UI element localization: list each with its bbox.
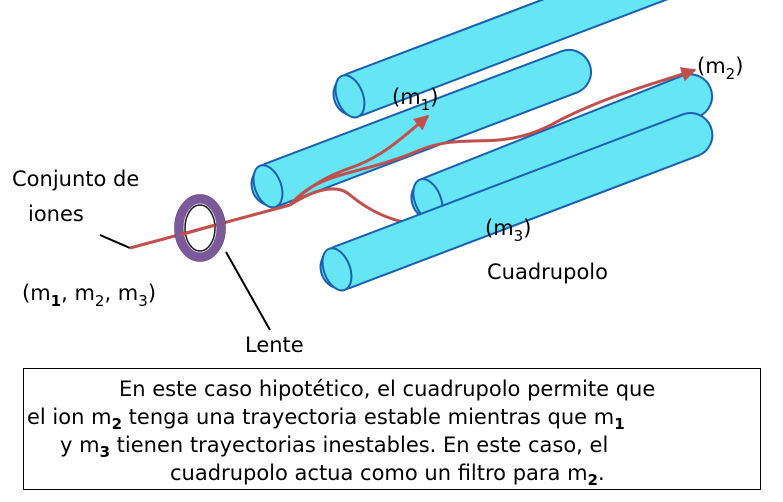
ion-beam-front [179, 223, 216, 237]
quadrupole-diagram: (m1) (m2) (m3) Conjunto de iones (m1, m2… [12, 0, 749, 357]
caption-box: En este caso hipotético, el cuadrupolo p… [23, 368, 761, 490]
lens-pointer-line [225, 251, 271, 331]
label-conjunto: Conjunto de [12, 167, 139, 191]
ion-input-line [99, 234, 131, 249]
label-m2: (m2) [697, 54, 743, 83]
label-cuadrupolo: Cuadrupolo [487, 260, 608, 284]
label-lente: Lente [245, 333, 304, 357]
label-masses: (m1, m2, m3) [22, 281, 156, 310]
trajectory-m2 [288, 67, 697, 206]
quadrupole-rod-bottom [319, 112, 714, 292]
label-iones: iones [28, 202, 84, 226]
label-m3: (m3) [485, 216, 531, 245]
caption-line-1: En este caso hipotético, el cuadrupolo p… [119, 377, 655, 401]
caption-text: En este caso hipotético, el cuadrupolo p… [27, 377, 655, 489]
caption-line-3: y m3 tienen trayectorias inestables. En … [60, 433, 608, 461]
label-m1: (m1) [392, 85, 438, 114]
caption-line-4: cuadrupolo actua como un filtro para m2. [170, 461, 605, 489]
quadrupole-rod-top [332, 0, 749, 119]
caption-line-2: el ion m2 tenga una trayectoria estable … [27, 405, 625, 433]
lens-ring [174, 194, 226, 262]
